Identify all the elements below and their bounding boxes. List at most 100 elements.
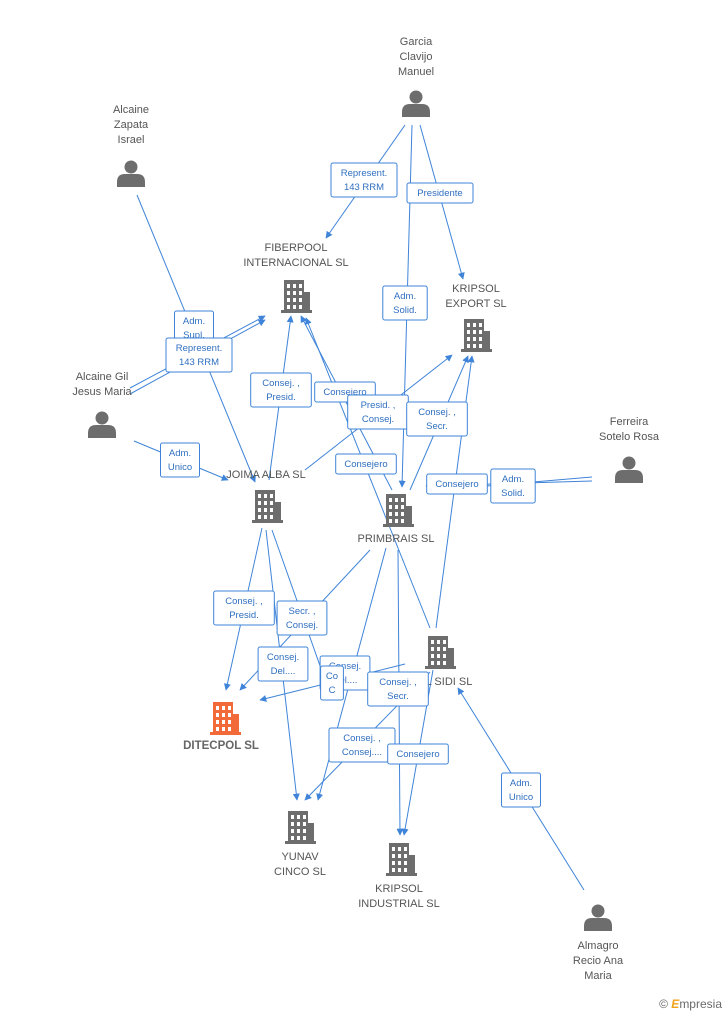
node-kripsol-exp[interactable]: KRIPSOL EXPORT SL xyxy=(445,283,507,352)
node-ditecpol[interactable]: DITECPOL SL xyxy=(183,702,259,752)
edge-label-box xyxy=(335,453,397,475)
node-name: Maria xyxy=(584,970,612,982)
brand-logo-text: mpresia xyxy=(679,997,722,1011)
node-name: Manuel xyxy=(398,66,434,78)
node-name: Alcaine xyxy=(113,104,149,116)
node-name: Israel xyxy=(118,134,145,146)
edge-label-text: Secr. xyxy=(387,691,409,702)
edge-label-box xyxy=(257,646,309,682)
building-icon xyxy=(281,280,312,313)
edge-label[interactable]: Consejero xyxy=(387,743,449,765)
edge-label[interactable]: Consej. , Secr. xyxy=(367,671,429,707)
edge-label-text: Consejero xyxy=(396,749,439,760)
edge-label[interactable]: Represent.143 RRM xyxy=(165,337,233,373)
building-icon xyxy=(425,636,456,669)
edge-label-text: Presid. xyxy=(229,610,259,621)
edge-label[interactable]: Adm.Unico xyxy=(160,442,200,478)
edge-label-text: Consej. , xyxy=(343,733,381,744)
person-icon xyxy=(402,90,430,117)
edge-label-text: Presid. , xyxy=(361,400,396,411)
edge-label[interactable]: Consej. ,Secr. xyxy=(406,401,468,437)
node-name: EXPORT SL xyxy=(445,298,506,310)
building-icon xyxy=(461,319,492,352)
edge-label-text: Adm. xyxy=(169,448,191,459)
node-name: Garcia xyxy=(400,36,433,48)
nodes-layer: GarciaClavijoManuelAlcaineZapataIsraelAl… xyxy=(72,36,659,982)
edge-label-box xyxy=(382,285,428,321)
node-name: YUNAV xyxy=(281,851,319,863)
node-name: KRIPSOL xyxy=(452,283,500,295)
edge-label-text: Consej. xyxy=(286,620,318,631)
edge-label-box xyxy=(426,473,488,495)
brand-logo-letter: E xyxy=(671,997,680,1011)
edge-label-text: Adm. xyxy=(502,474,524,485)
edge-label-text: Solid. xyxy=(393,305,417,316)
edge-label[interactable]: Adm.Solid. xyxy=(490,468,536,504)
node-joima[interactable]: JOIMA ALBA SL xyxy=(226,469,306,523)
edge-label[interactable]: Secr. , Consej. xyxy=(276,600,328,636)
edge-label[interactable]: CoC xyxy=(320,665,344,701)
building-icon xyxy=(210,702,241,735)
node-name: Jesus Maria xyxy=(72,386,132,398)
edge-label-text: Presid. xyxy=(266,392,296,403)
brand-footer[interactable]: © Empresia xyxy=(659,997,722,1011)
building-icon xyxy=(383,494,414,527)
edge-label[interactable]: Presid. ,Consej. xyxy=(347,394,409,430)
edge-label[interactable]: Consej. , Consej.... xyxy=(328,727,396,763)
edge-label-box xyxy=(406,182,474,204)
edge-label[interactable]: Adm. Supl. xyxy=(174,310,214,346)
edge-label[interactable]: Consejero xyxy=(426,473,488,495)
edge-label-text: Consejero xyxy=(435,479,478,490)
edge-label-text: Adm. xyxy=(183,316,205,327)
node-name: Zapata xyxy=(114,119,149,131)
edge-label-text: Del.... xyxy=(271,666,296,677)
node-primbrais[interactable]: PRIMBRAIS SL xyxy=(357,494,435,545)
person-icon xyxy=(88,411,116,438)
edge-label-box xyxy=(320,665,344,701)
edge-label[interactable]: Consejero xyxy=(335,453,397,475)
edge-label-text: Unico xyxy=(509,792,533,803)
person-icon xyxy=(117,160,145,187)
edge-label[interactable]: Consej.Del.... xyxy=(257,646,309,682)
edge-label-box xyxy=(501,772,541,808)
node-name: Clavijo xyxy=(399,51,432,63)
edge-label-text: Adm. xyxy=(394,291,416,302)
edge-label-box xyxy=(165,337,233,373)
edge-label-box xyxy=(213,590,275,626)
edge-label[interactable]: Adm. Solid. xyxy=(382,285,428,321)
node-name: Recio Ana xyxy=(573,955,624,967)
edge-label-box xyxy=(406,401,468,437)
edge-label-text: C xyxy=(329,685,336,696)
edge-label-box xyxy=(276,600,328,636)
edge-label-text: 143 RRM xyxy=(344,182,384,193)
edge-label-text: Consej. , xyxy=(418,407,456,418)
edge-label-text: Consejero xyxy=(323,387,366,398)
node-name: DITECPOL SL xyxy=(183,740,259,752)
edge-label[interactable]: Consej. , Presid. xyxy=(250,372,312,408)
edge-label[interactable]: Adm.Unico xyxy=(501,772,541,808)
node-sidi[interactable]: L SIDI SL xyxy=(425,636,472,688)
edge-label-text: Consej.... xyxy=(342,747,382,758)
edge-label-text: Supl. xyxy=(183,330,205,341)
edge-label-text: Co xyxy=(326,671,338,682)
edge-label-text: Represent. xyxy=(176,343,222,354)
edge-label-text: Represent. xyxy=(341,168,387,179)
edge-label[interactable]: Presidente xyxy=(406,182,474,204)
edge-label[interactable]: Consej. ,Presid. xyxy=(213,590,275,626)
edge-label-text: Consej. , xyxy=(262,378,300,389)
node-name: Almagro xyxy=(578,940,619,952)
edge-label-text: Consej. , xyxy=(379,677,417,688)
edge-label[interactable]: Represent. 143 RRM xyxy=(330,162,398,198)
building-icon xyxy=(386,843,417,876)
edge-label-text: Secr. , xyxy=(289,606,316,617)
